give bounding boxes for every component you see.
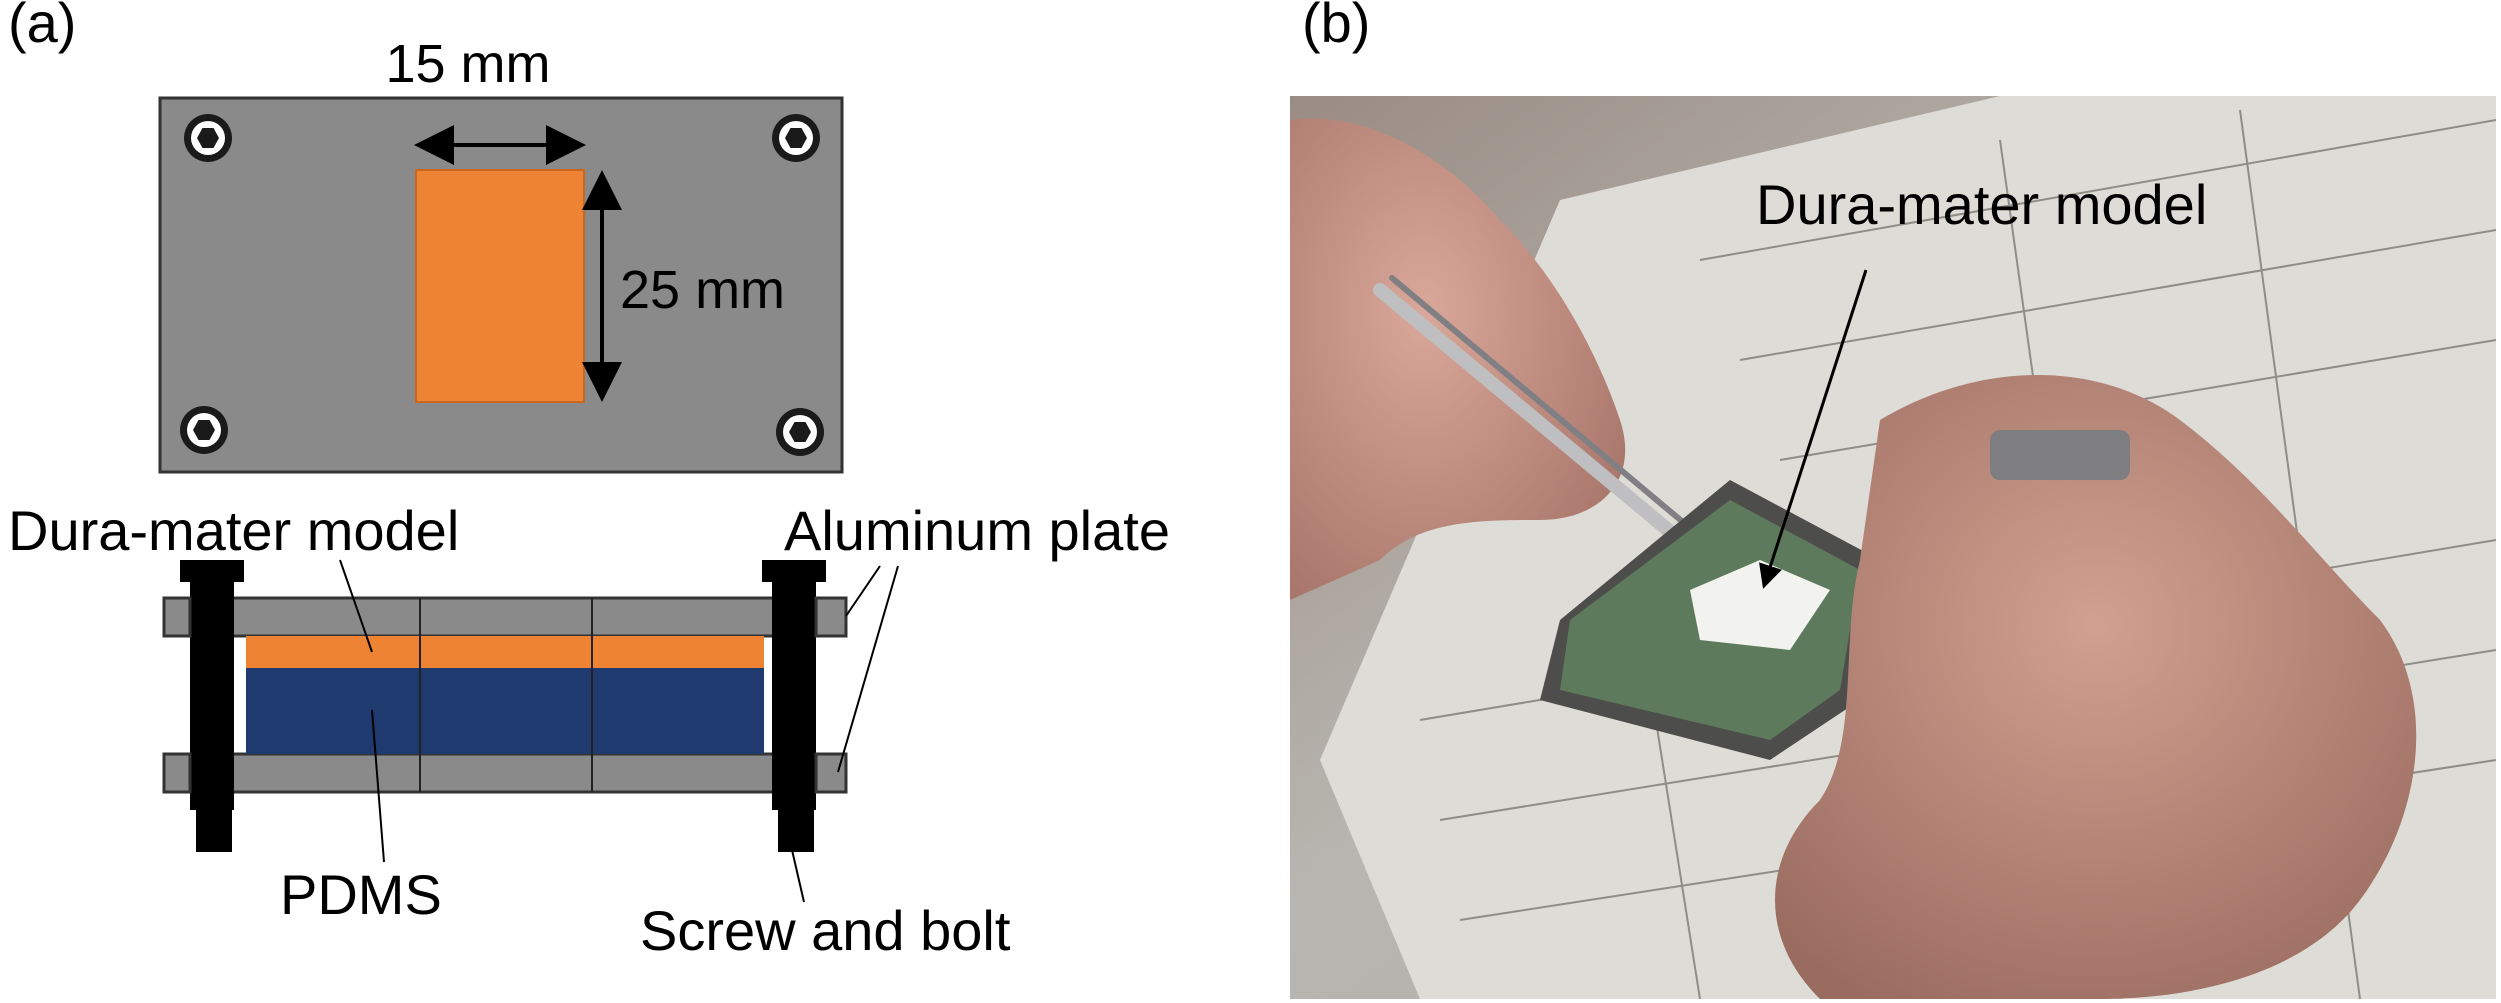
top-view: 15 mm 25 mm (158, 34, 844, 474)
dura-mater-leader (339, 559, 373, 653)
right-bolt-nut (778, 808, 814, 852)
top-view-dura-sample (415, 169, 585, 403)
photo (1290, 96, 2496, 999)
screw-label: Screw and bolt (640, 899, 1011, 962)
plate-end (162, 752, 192, 794)
screw-head-icon (776, 408, 824, 456)
photo-annotation: Dura-mater model (1756, 173, 2207, 236)
dura-sample-photo (1690, 560, 1830, 650)
screw-head-icon (180, 406, 228, 454)
photo-annotation-arrow (1759, 269, 1868, 589)
width-dimension-label: 15 mm (385, 34, 550, 94)
left-bolt-head (180, 560, 244, 582)
right-bolt-shaft (772, 580, 816, 810)
top-aluminum-plate (162, 596, 848, 638)
left-bolt-shaft (190, 580, 234, 810)
panel-b: (b) (1290, 0, 2496, 999)
screw-leader (791, 849, 805, 903)
pdms-layer (246, 668, 764, 754)
plate-end (814, 596, 848, 638)
aluminum-leader-top (845, 565, 881, 617)
height-dimension-label: 25 mm (620, 260, 785, 320)
left-bolt-nut (196, 808, 232, 852)
pdms-leader (371, 709, 385, 863)
pdms-label: PDMS (280, 863, 442, 926)
plate-end (162, 596, 192, 638)
bottom-aluminum-plate (162, 752, 848, 794)
panel-b-label: (b) (1302, 0, 1370, 54)
aluminum-label: Aluminum plate (784, 499, 1170, 562)
tweezers (1389, 275, 1693, 531)
panel-a-label: (a) (8, 0, 76, 54)
aluminum-leader-bottom (837, 565, 899, 773)
dura-mater-label: Dura-mater model (8, 499, 459, 562)
right-bolt-head (762, 560, 826, 582)
right-hand (1775, 375, 2417, 999)
weight-block (1990, 430, 2130, 480)
panel-a: (a) 15 mm 25 mm (8, 0, 1170, 962)
dura-mater-layer (246, 636, 764, 668)
screw-head-icon (772, 114, 820, 162)
tweezers (1373, 283, 1687, 547)
screw-head-icon (184, 114, 232, 162)
side-view: Dura-mater model Aluminum plate PDMS Scr… (8, 499, 1170, 962)
